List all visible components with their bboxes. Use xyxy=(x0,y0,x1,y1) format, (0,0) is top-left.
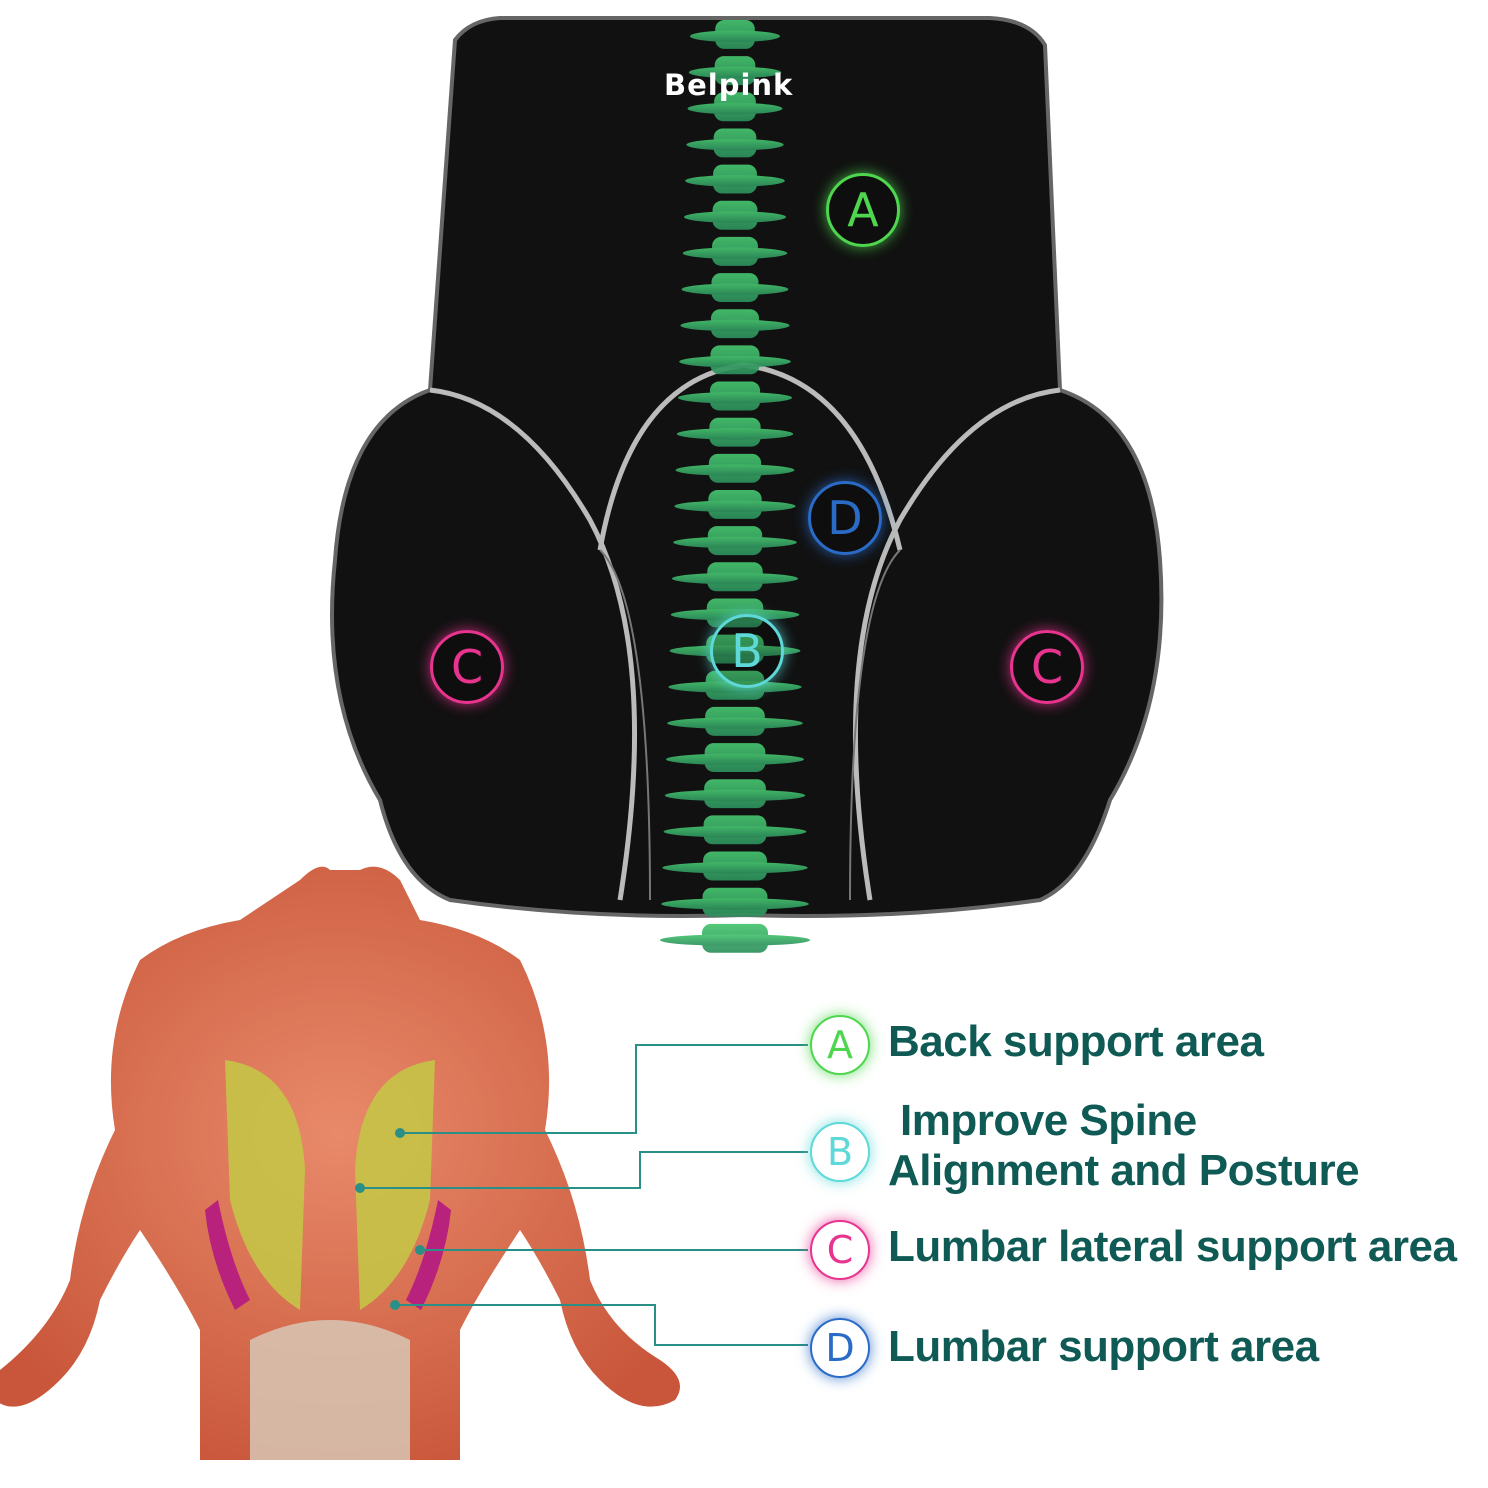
callout-lines xyxy=(360,1044,808,1346)
legend-a-badge: A xyxy=(810,1015,870,1075)
cushion-spine-process xyxy=(688,66,782,79)
legend-c-badge: C xyxy=(810,1220,870,1280)
cushion-spine-process xyxy=(679,355,791,368)
cushion-spine-process xyxy=(687,102,783,115)
cushion-spine-process xyxy=(661,898,809,910)
cushion-spine-process xyxy=(674,500,796,513)
cushion-spine-process xyxy=(675,464,795,476)
cushion-spine-process xyxy=(672,572,798,585)
zone-a-badge: A xyxy=(826,173,900,247)
zone-c-left-badge: C xyxy=(430,630,504,704)
cushion-spine-process xyxy=(668,681,802,693)
callout-dots xyxy=(355,1128,425,1310)
zone-b-badge: B xyxy=(710,614,784,688)
cushion-spine-process xyxy=(660,934,810,946)
brand-logo: Belpink xyxy=(664,68,794,102)
legend-b-label-line1: Improve Spine xyxy=(900,1096,1197,1145)
cushion-spine-process xyxy=(682,247,788,259)
legend-a-label: Back support area xyxy=(888,1017,1264,1066)
legend-d-label: Lumbar support area xyxy=(888,1322,1319,1371)
cushion-spine-process xyxy=(681,283,789,296)
legend-b-badge: B xyxy=(810,1122,870,1182)
human-back-figure xyxy=(0,866,680,1460)
cushion-spine-process xyxy=(666,753,804,766)
cushion-spine-process xyxy=(680,319,790,332)
cushion-spine-process xyxy=(673,536,797,549)
legend-c-label: Lumbar lateral support area xyxy=(888,1222,1457,1271)
cushion-spine-process xyxy=(686,138,784,151)
cushion-spine xyxy=(660,20,810,953)
cushion-spine-process xyxy=(690,30,780,43)
cushion-spine-process xyxy=(676,428,794,440)
zone-c-right-badge: C xyxy=(1010,630,1084,704)
cushion-spine-process xyxy=(684,211,786,223)
cushion-spine-process xyxy=(662,862,808,874)
cushion-spine-process xyxy=(678,392,792,404)
zone-d-badge: D xyxy=(808,481,882,555)
legend-d-badge: D xyxy=(810,1318,870,1378)
cushion-spine-process xyxy=(663,825,807,838)
legend-b-label-line2: Alignment and Posture xyxy=(888,1146,1360,1195)
cushion-spine-process xyxy=(667,717,803,729)
cushion-spine-process xyxy=(664,789,806,802)
cushion-spine-process xyxy=(685,175,785,187)
